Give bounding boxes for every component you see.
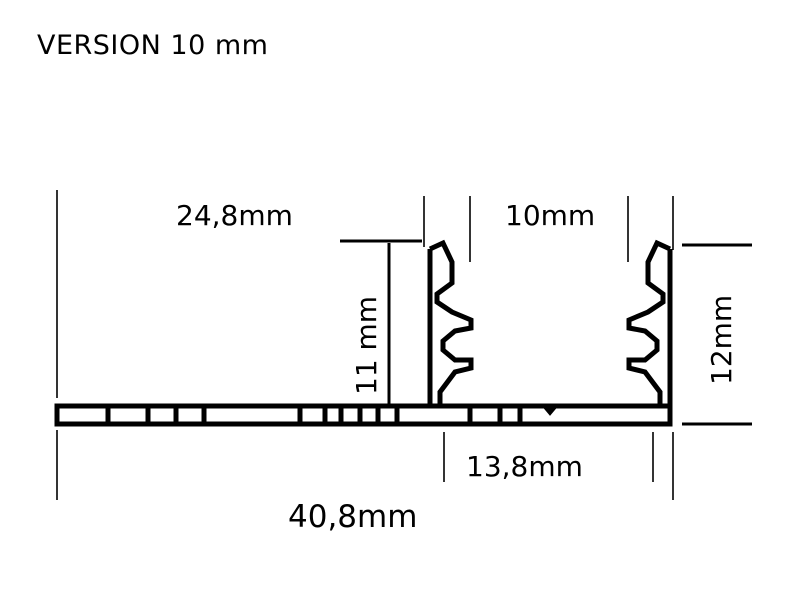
dimension-label-10mm: 10mm xyxy=(505,199,596,232)
dimension-lines xyxy=(340,239,752,426)
page-title: VERSION 10 mm xyxy=(37,30,269,61)
extension-lines xyxy=(56,190,674,500)
left-wall-clip-profile xyxy=(428,239,474,406)
dimension-label-11mm: 11 mm xyxy=(350,295,383,395)
dimension-label-13-8mm: 13,8mm xyxy=(466,450,583,483)
channel-floor xyxy=(440,403,660,416)
profile-outline xyxy=(54,239,673,427)
flange-notch-dividers xyxy=(105,406,523,424)
right-wall-clip-profile xyxy=(626,239,672,406)
dimension-label-12mm: 12mm xyxy=(705,294,738,385)
dimension-label-40-8mm: 40,8mm xyxy=(288,499,418,535)
dimension-label-24-8mm: 24,8mm xyxy=(176,199,293,232)
